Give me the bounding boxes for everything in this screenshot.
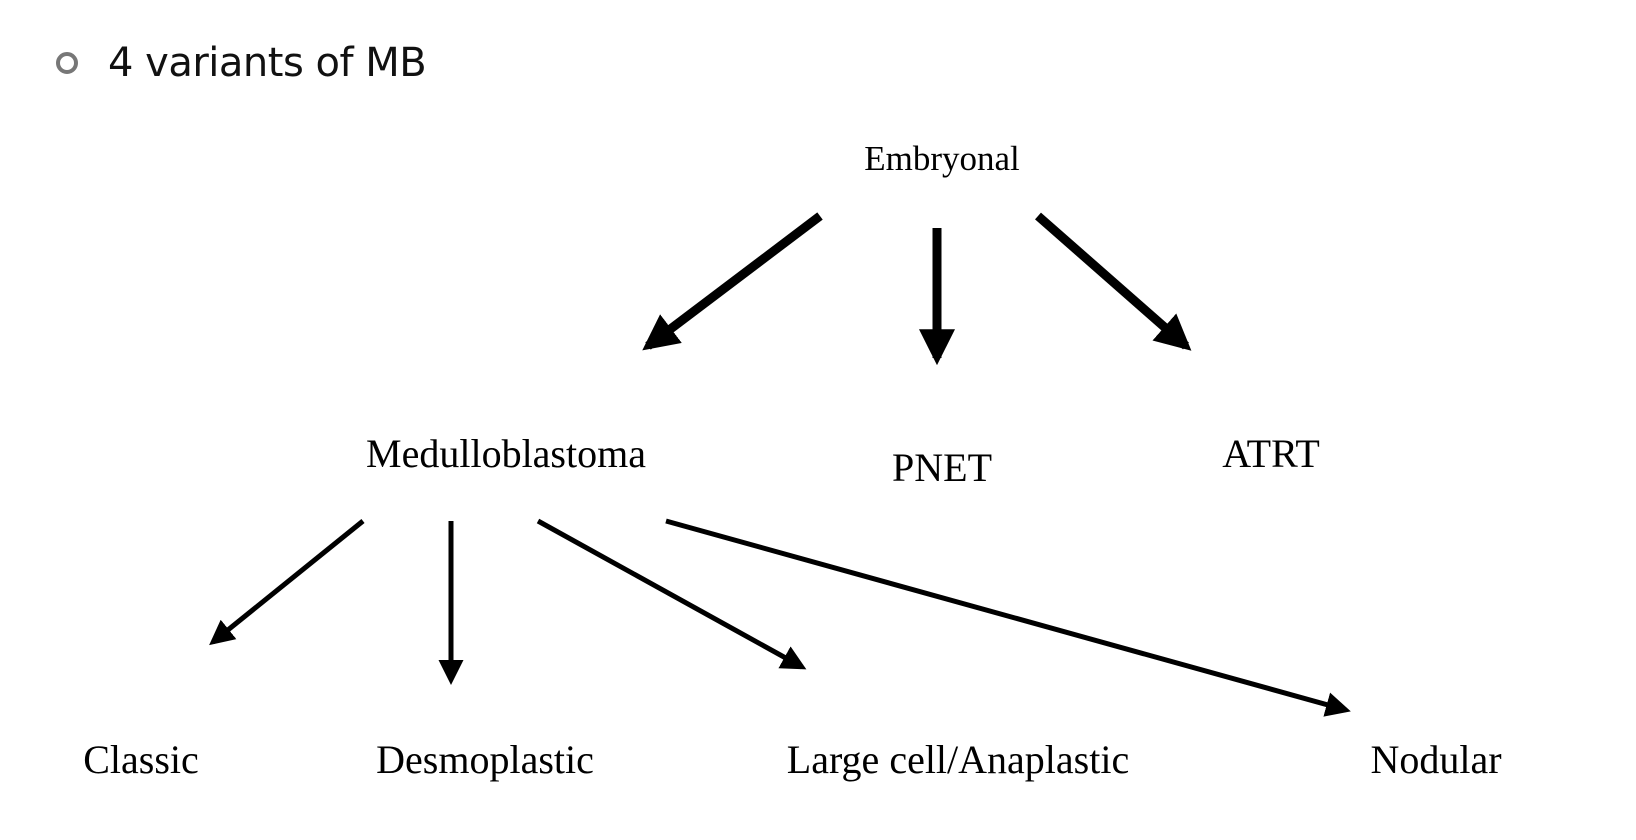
arrow-medulloblastoma-to-classic bbox=[209, 519, 365, 646]
arrow-medulloblastoma-to-nodular bbox=[665, 518, 1351, 717]
arrow-embryonal-to-medulloblastoma bbox=[642, 212, 823, 351]
hollow-circle-bullet-icon bbox=[56, 52, 78, 74]
node-atrt: ATRT bbox=[1222, 431, 1320, 476]
node-classic: Classic bbox=[83, 737, 199, 782]
bullet-item: 4 variants of MB bbox=[56, 38, 427, 88]
node-desmoplastic: Desmoplastic bbox=[376, 737, 594, 782]
arrow-medulloblastoma-to-large-cell bbox=[536, 518, 807, 670]
node-nodular: Nodular bbox=[1370, 737, 1502, 782]
node-embryonal: Embryonal bbox=[864, 139, 1020, 178]
arrow-embryonal-to-atrt bbox=[1035, 212, 1192, 351]
bullet-text: 4 variants of MB bbox=[108, 40, 427, 86]
node-large-cell-anaplastic: Large cell/Anaplastic bbox=[786, 737, 1130, 782]
node-medulloblastoma: Medulloblastoma bbox=[366, 431, 646, 476]
node-pnet: PNET bbox=[892, 445, 992, 490]
